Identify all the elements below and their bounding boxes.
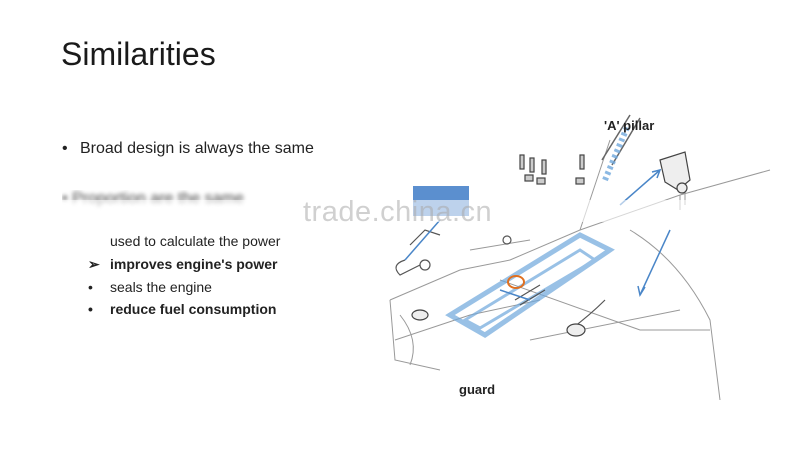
sub-line: used to calculate the power [88,233,280,249]
sub-text: reduce fuel consumption [110,301,277,317]
watermark-band [0,200,800,222]
slide-title: Similarities [61,36,216,72]
pillar-label: 'A' pillar [604,118,655,133]
bullet-mark: • [62,140,68,157]
bullet-mark: • [62,190,68,207]
sub-text: improves engine's power [110,256,278,272]
arrow-bullet-icon: ➢ [88,256,100,272]
sub-line: • seals the engine [88,279,212,295]
bullet-item: • Broad design is always the same [62,138,322,160]
bullet-list: • Broad design is always the same [62,138,322,160]
snorkel-diagram [389,114,771,400]
sub-text: used to calculate the power [110,233,281,249]
sub-mark: • [88,301,93,317]
bullet-text: Broad design is always the same [80,140,314,157]
sub-line: • reduce fuel consumption [88,301,276,317]
sub-text: seals the engine [110,279,212,295]
guard-label: guard [459,382,496,397]
sub-mark: • [88,279,93,295]
watermark: trade.china.cn [303,196,493,228]
sub-line: ➢ improves engine's power [88,256,278,273]
